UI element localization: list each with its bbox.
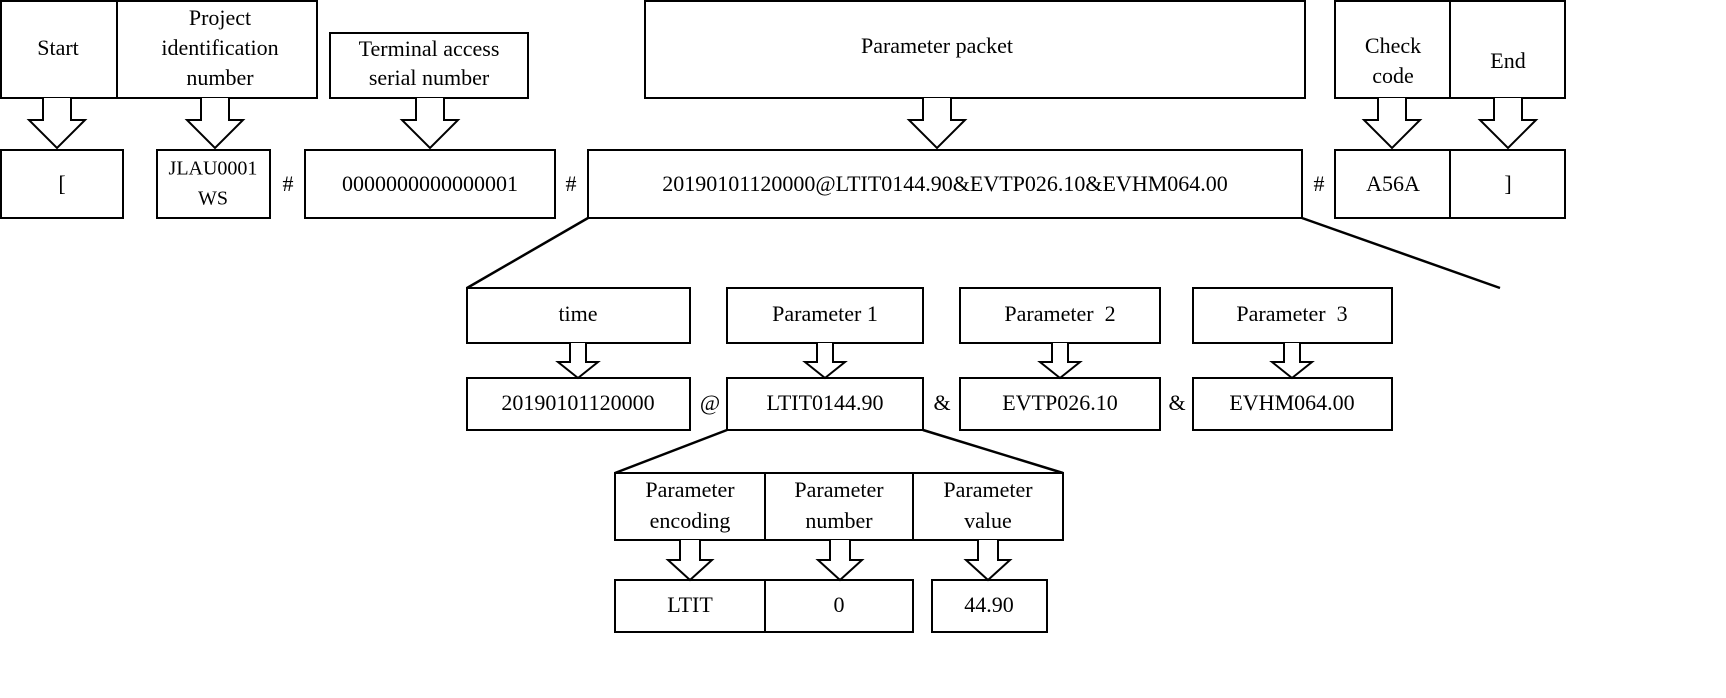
separator-amp: & (1168, 390, 1185, 415)
parameter-packet-header: Parameter packet (861, 33, 1013, 58)
param-value-header-line1: Parameter (943, 477, 1033, 502)
param-value-header-box (912, 472, 1064, 541)
down-arrow-icon (184, 98, 246, 150)
param1-header-box (726, 287, 924, 344)
expansion-line (922, 428, 1064, 475)
param1-header: Parameter 1 (772, 301, 878, 326)
terminal-header-box (329, 32, 529, 99)
param3-header-box (1192, 287, 1393, 344)
param2-value-box (959, 377, 1161, 431)
down-arrow-icon (906, 98, 968, 150)
time-header: time (558, 301, 597, 326)
expansion-line (1301, 216, 1501, 290)
param3-value: EVHM064.00 (1229, 390, 1354, 415)
terminal-value: 0000000000000001 (342, 171, 518, 196)
start-value-box (0, 149, 124, 219)
down-arrow-icon (802, 343, 848, 380)
param1-value-box (726, 377, 924, 431)
project-id-header-line2: identification (161, 35, 278, 60)
down-arrow-icon (963, 540, 1013, 582)
project-id-header-box (116, 0, 318, 99)
down-arrow-icon (26, 98, 88, 150)
param3-value-box (1192, 377, 1393, 431)
separator-hash: # (566, 171, 577, 196)
separator-at: @ (700, 390, 720, 415)
terminal-value-box (304, 149, 556, 219)
project-id-value-box (156, 149, 271, 219)
param-encoding-header-line1: Parameter (645, 477, 735, 502)
down-arrow-icon (1361, 98, 1423, 150)
end-header: End (1490, 48, 1525, 73)
param-encoding-value: LTIT (667, 592, 713, 617)
end-value: ] (1504, 171, 1511, 196)
terminal-header-line1: Terminal access (359, 36, 500, 61)
check-code-header-line1: Check (1365, 33, 1421, 58)
down-arrow-icon (1477, 98, 1539, 150)
param2-header: Parameter 2 (1004, 301, 1115, 326)
separator-hash: # (1314, 171, 1325, 196)
param-number-header-line1: Parameter (794, 477, 884, 502)
start-header: Start (37, 35, 79, 60)
terminal-header-line2: serial number (369, 65, 490, 90)
param-number-header-box (764, 472, 914, 541)
parameter-packet-value: 20190101120000@LTIT0144.90&EVTP026.10&EV… (662, 171, 1228, 196)
down-arrow-icon (1037, 343, 1083, 380)
param1-value: LTIT0144.90 (766, 390, 883, 415)
separator-amp: & (933, 390, 950, 415)
expansion-line (466, 216, 589, 290)
param-value-value: 44.90 (964, 592, 1014, 617)
parameter-packet-value-box (587, 149, 1303, 219)
down-arrow-icon (665, 540, 715, 582)
separator-hash: # (283, 171, 294, 196)
down-arrow-icon (1269, 343, 1315, 380)
end-header-box (1449, 0, 1566, 99)
project-id-value-line1: JLAU0001 (169, 158, 258, 180)
param-number-header-line2: number (805, 508, 873, 533)
param-value-value-box (931, 579, 1048, 633)
param-number-value: 0 (834, 592, 845, 617)
project-id-header-line3: number (186, 65, 254, 90)
start-header-box (0, 0, 118, 99)
param3-header: Parameter 3 (1236, 301, 1347, 326)
param2-value: EVTP026.10 (1002, 390, 1118, 415)
down-arrow-icon (399, 98, 461, 150)
parameter-packet-header-box (644, 0, 1306, 99)
time-value-box (466, 377, 691, 431)
down-arrow-icon (555, 343, 601, 380)
param-encoding-header-box (614, 472, 766, 541)
start-value: [ (58, 171, 65, 196)
param-value-header-line2: value (964, 508, 1012, 533)
end-value-box (1449, 149, 1566, 219)
down-arrow-icon (815, 540, 865, 582)
param-encoding-header-line2: encoding (650, 508, 731, 533)
check-code-value: A56A (1366, 171, 1420, 196)
param-number-value-box (764, 579, 914, 633)
time-value: 20190101120000 (501, 390, 654, 415)
project-id-value-line2: WS (198, 188, 228, 210)
expansion-line (614, 428, 728, 475)
project-id-header-line1: Project (189, 5, 251, 30)
check-code-header-line2: code (1372, 63, 1414, 88)
